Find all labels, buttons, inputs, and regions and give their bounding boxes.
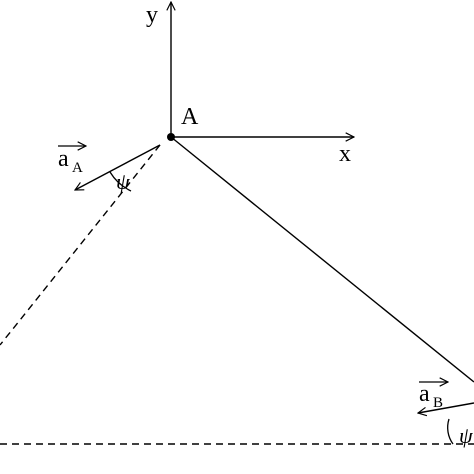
angle-a-label: ψ (116, 169, 130, 194)
y-axis-label: y (146, 2, 158, 28)
dashed-line-a (0, 144, 161, 346)
angle-b-label: ψ (459, 423, 473, 448)
vector-a-b (418, 402, 474, 413)
svg-text:B: B (433, 395, 443, 411)
x-axis-label: x (339, 141, 351, 167)
vector-a-a-label: a A (58, 146, 86, 176)
vector-a-b-label: a B (419, 381, 448, 411)
vector-a-a (75, 144, 161, 191)
svg-text:A: A (72, 160, 83, 176)
segment-ab (170, 136, 474, 383)
svg-text:a: a (419, 381, 430, 407)
svg-text:a: a (58, 146, 69, 172)
angle-arc-b (447, 418, 454, 445)
point-a-label: A (181, 104, 199, 130)
angle-arc-a (109, 171, 132, 192)
